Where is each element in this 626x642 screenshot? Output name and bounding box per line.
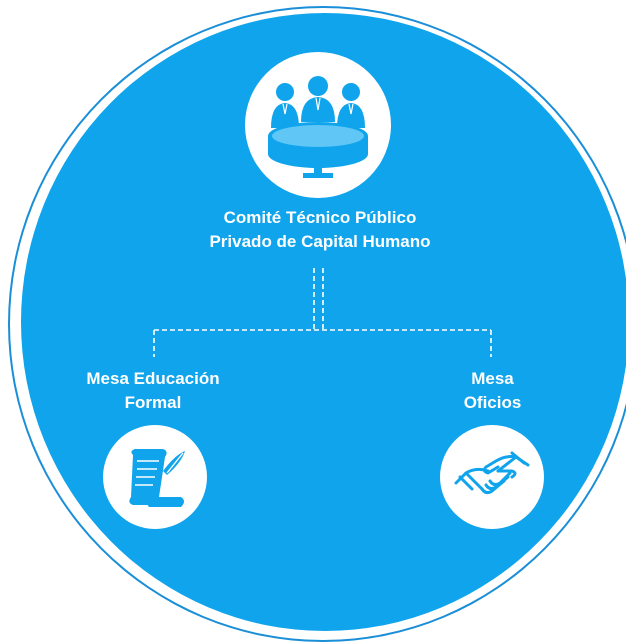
right-branch-label-line1: Mesa: [471, 369, 514, 388]
committee-title: Comité Técnico Público Privado de Capita…: [175, 206, 465, 254]
scroll-quill-icon: [129, 449, 185, 507]
trades-icon-badge: [440, 425, 544, 529]
left-branch-label: Mesa Educación Formal: [68, 367, 238, 415]
education-icon-badge: [103, 425, 207, 529]
committee-icon-badge: [245, 52, 391, 198]
committee-title-line2: Privado de Capital Humano: [209, 232, 431, 251]
right-branch-label: Mesa Oficios: [440, 367, 545, 415]
left-branch-label-line1: Mesa Educación: [86, 369, 220, 388]
committee-title-line1: Comité Técnico Público: [223, 208, 417, 227]
handshake-icon: [454, 451, 530, 495]
meeting-table-icon: [268, 76, 368, 178]
right-branch-label-line2: Oficios: [463, 393, 522, 412]
left-branch-label-line2: Formal: [124, 393, 182, 412]
